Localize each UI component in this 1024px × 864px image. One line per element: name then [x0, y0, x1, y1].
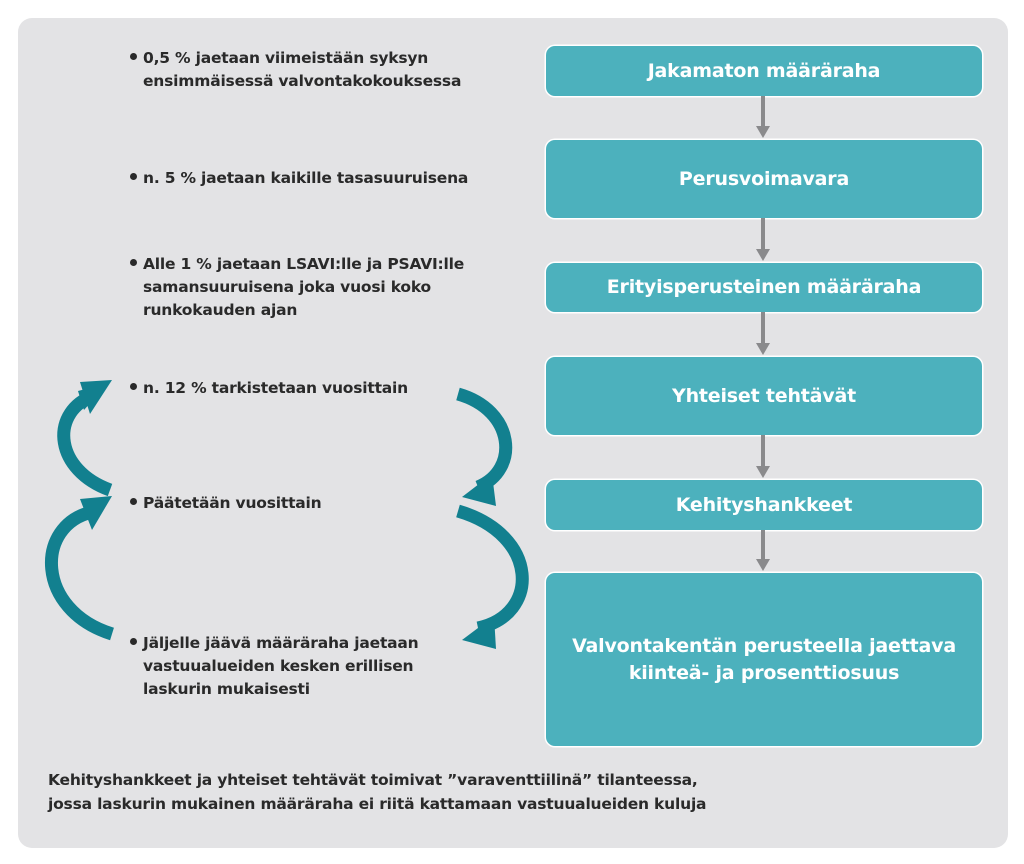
bullet-line: Jäljelle jäävä määräraha jaetaan [143, 634, 419, 652]
bullet-line: ensimmäisessä valvontakokouksessa [143, 72, 462, 90]
bullet-development-projects: Päätetään vuosittain [130, 492, 322, 515]
cycle-arrow-icon [455, 387, 513, 506]
box-undistributed-appropriation: Jakamaton määräraha [546, 46, 982, 96]
cycle-arrow-icon [456, 504, 529, 649]
cycle-arrow-icon [57, 380, 113, 497]
bullet-dot [130, 259, 137, 266]
footnote: Kehityshankkeet ja yhteiset tehtävät toi… [48, 768, 948, 816]
box-label: Jakamaton määräraha [647, 59, 881, 82]
bullet-basic-share: n. 5 % jaetaan kaikille tasasuuruisena [130, 167, 468, 190]
bullet-line: samansuuruisena joka vuosi koko [143, 278, 431, 296]
box-label: Perusvoimavara [678, 167, 850, 190]
box-basic-resources: Perusvoimavara [546, 140, 982, 218]
box-development-projects: Kehityshankkeet [546, 480, 982, 530]
box-label: Kehityshankkeet [675, 493, 853, 516]
bullet-special-share: Alle 1 % jaetaan LSAVI:lle ja PSAVI:lle … [130, 253, 464, 322]
footnote-line: jossa laskurin mukainen määräraha ei rii… [48, 795, 707, 813]
bullet-dot [130, 638, 137, 645]
bullet-dot [130, 498, 137, 505]
bullet-line: n. 5 % jaetaan kaikille tasasuuruisena [143, 169, 469, 187]
box-label: Yhteiset tehtävät [672, 384, 856, 407]
box-special-appropriation: Erityisperusteinen määräraha [546, 263, 982, 312]
box-label: kiinteä- ja prosenttiosuus [628, 661, 900, 684]
down-arrow-icon [756, 435, 770, 478]
box-label: Valvontakentän perusteella jaettava [572, 634, 956, 657]
bullet-remaining-share: Jäljelle jäävä määräraha jaetaan vastuua… [130, 632, 419, 701]
bullet-dot [130, 173, 137, 180]
bullet-line: runkokauden ajan [143, 301, 298, 319]
bullet-undistributed-share: 0,5 % jaetaan viimeistään syksyn ensimmä… [130, 47, 461, 93]
down-arrow-icon [756, 96, 770, 138]
bullet-dot [130, 383, 137, 390]
down-arrow-icon [756, 530, 770, 571]
bullet-common-tasks: n. 12 % tarkistetaan vuosittain [130, 377, 408, 400]
bullet-line: Päätetään vuosittain [143, 494, 322, 512]
footnote-line: Kehityshankkeet ja yhteiset tehtävät toi… [48, 771, 698, 789]
bullet-line: laskurin mukaisesti [143, 680, 310, 698]
down-arrow-icon [756, 218, 770, 261]
box-supervision-based-share: Valvontakentän perusteella jaettava kiin… [546, 573, 982, 746]
bullet-dot [130, 53, 137, 60]
bullet-line: 0,5 % jaetaan viimeistään syksyn [143, 49, 429, 67]
box-common-tasks: Yhteiset tehtävät [546, 357, 982, 435]
cycle-arrow-icon [44, 496, 115, 641]
bullet-line: Alle 1 % jaetaan LSAVI:lle ja PSAVI:lle [143, 255, 465, 273]
bullet-line: vastuualueiden kesken erillisen [143, 657, 414, 675]
down-arrow-icon [756, 312, 770, 355]
box-label: Erityisperusteinen määräraha [606, 276, 922, 298]
bullet-line: n. 12 % tarkistetaan vuosittain [143, 379, 409, 397]
